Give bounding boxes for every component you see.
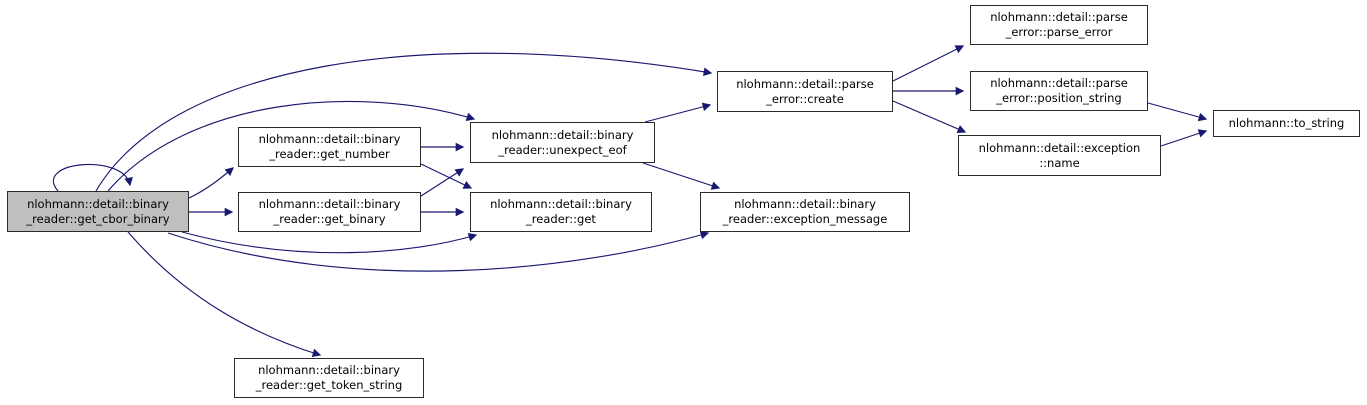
node-label-line2: _reader::get_cbor_binary xyxy=(26,211,170,226)
edge-exception-name-to-to-string xyxy=(1160,129,1208,147)
node-label-line1: nlohmann::detail::exception xyxy=(978,140,1141,155)
graph-node-get-number[interactable]: nlohmann::detail::binary _reader::get_nu… xyxy=(238,127,421,167)
node-label-line1: nlohmann::detail::binary xyxy=(258,197,401,212)
node-label-line1: nlohmann::detail::binary xyxy=(734,197,876,212)
node-label-line2: ::name xyxy=(1039,155,1080,170)
edge-get-cbor-binary-to-get-token-string xyxy=(127,231,322,357)
edge-unexpect-eof-to-create xyxy=(644,102,712,123)
edge-unexpect-eof-to-exception-message xyxy=(642,162,721,190)
node-label-line1: nlohmann::detail::binary xyxy=(258,132,401,147)
edge-get-cbor-binary-to-get xyxy=(181,231,478,254)
graph-node-position-string[interactable]: nlohmann::detail::parse _error::position… xyxy=(970,71,1148,111)
edge-get-cbor-binary-to-create xyxy=(95,52,713,192)
node-label-line2: _error::create xyxy=(766,91,844,106)
graph-node-exception-message[interactable]: nlohmann::detail::binary _reader::except… xyxy=(700,192,910,232)
node-label-line1: nlohmann::detail::parse xyxy=(990,76,1128,91)
graph-node-exception-name[interactable]: nlohmann::detail::exception ::name xyxy=(958,135,1161,176)
node-label-line1: nlohmann::detail::binary xyxy=(258,363,400,378)
node-label-line2: _reader::get_binary xyxy=(273,212,386,226)
edge-create-to-exception-name xyxy=(892,100,967,134)
edge-create-to-parse-error xyxy=(892,45,965,82)
node-label-line2: _reader::exception_message xyxy=(722,212,888,226)
graph-node-get[interactable]: nlohmann::detail::binary _reader::get xyxy=(470,192,652,232)
node-label-line1: nlohmann::detail::binary xyxy=(491,127,634,142)
graph-node-get-binary[interactable]: nlohmann::detail::binary _reader::get_bi… xyxy=(238,192,421,232)
node-label-line2: _error::parse_error xyxy=(1005,25,1113,39)
node-label-line1: nlohmann::detail::parse xyxy=(736,76,874,91)
edge-get-cbor-binary-self-loop xyxy=(53,163,133,192)
graph-node-unexpect-eof[interactable]: nlohmann::detail::binary _reader::unexpe… xyxy=(470,122,655,163)
edge-get-number-to-get xyxy=(420,163,473,189)
graph-node-parse-error-create[interactable]: nlohmann::detail::parse _error::create xyxy=(717,71,893,112)
graph-node-parse-error-ctor[interactable]: nlohmann::detail::parse _error::parse_er… xyxy=(970,5,1148,45)
node-label-line2: _reader::get_token_string xyxy=(255,378,403,392)
node-label-line2: _error::position_string xyxy=(996,91,1122,105)
node-label-line2: _reader::get_number xyxy=(269,147,390,161)
edge-get-cbor-binary-to-get-number xyxy=(188,167,234,199)
edge-position-string-to-to-string xyxy=(1147,102,1208,122)
graph-node-to-string[interactable]: nlohmann::to_string xyxy=(1213,110,1360,137)
node-label-line1: nlohmann::to_string xyxy=(1228,116,1345,131)
edge-get-cbor-binary-to-unexpect-eof xyxy=(107,100,476,192)
edge-get-cbor-binary-to-exception-message xyxy=(167,230,710,272)
node-label-line2: _reader::get xyxy=(526,212,596,226)
node-label-line1: nlohmann::detail::binary xyxy=(27,196,169,211)
graph-node-get-cbor-binary[interactable]: nlohmann::detail::binary _reader::get_cb… xyxy=(7,191,189,232)
node-label-line1: nlohmann::detail::binary xyxy=(490,197,632,212)
edge-get-binary-to-unexpect-eof xyxy=(420,168,465,197)
node-label-line2: _reader::unexpect_eof xyxy=(498,142,627,157)
graph-node-get-token-string[interactable]: nlohmann::detail::binary _reader::get_to… xyxy=(234,358,424,398)
node-label-line1: nlohmann::detail::parse xyxy=(990,10,1128,25)
